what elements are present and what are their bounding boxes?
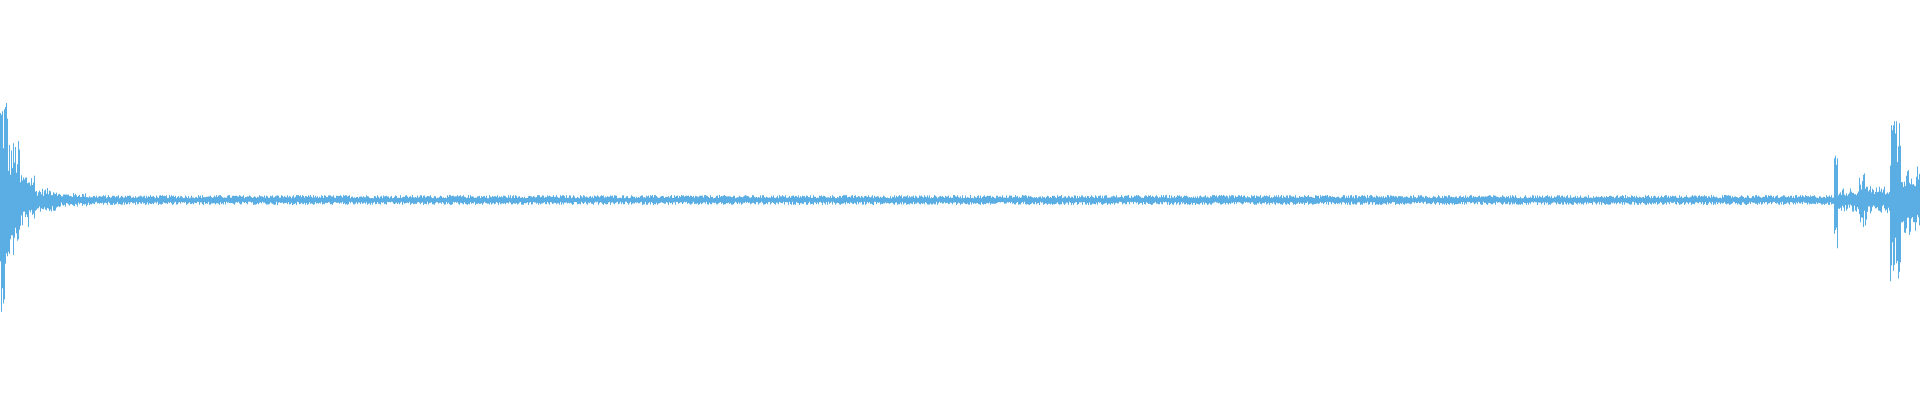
waveform-path [0, 103, 1920, 312]
waveform-bars [0, 103, 1920, 312]
